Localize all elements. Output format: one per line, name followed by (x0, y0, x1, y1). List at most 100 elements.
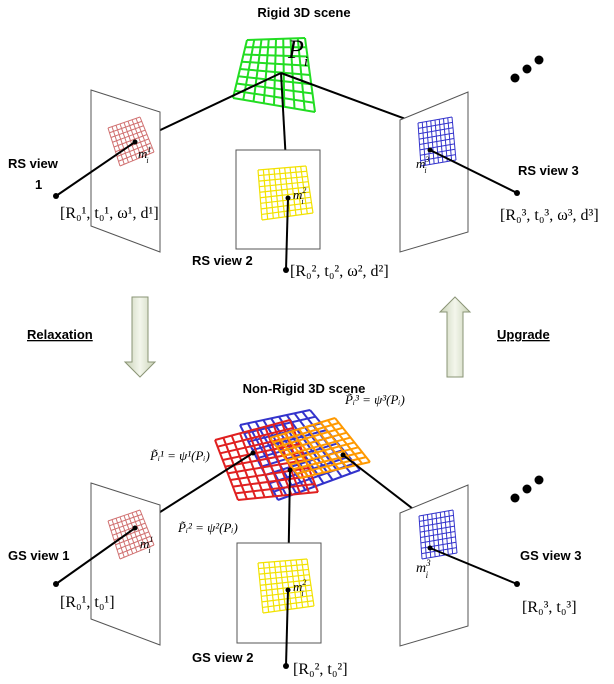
grid-line (116, 142, 151, 157)
non-rigid-scene-grids (214, 409, 371, 501)
grid-line (243, 415, 316, 435)
rs-view-3-grid (417, 116, 457, 167)
grid-line (238, 75, 312, 86)
grid-line (259, 181, 309, 188)
warped-point-1-label: P̃ᵢ¹ = ψ¹(Pᵢ) (149, 448, 210, 463)
grid-line (259, 568, 309, 575)
grid-line (247, 430, 275, 497)
grid-line (300, 166, 308, 214)
grid-line (227, 459, 306, 475)
grid-line (239, 68, 311, 76)
grid-line (268, 169, 274, 219)
top-title: Rigid 3D scene (257, 5, 350, 20)
grid-line (299, 461, 371, 479)
grid-line (420, 536, 456, 544)
grid-line (222, 437, 248, 500)
grid-line (269, 417, 336, 439)
grid-line (268, 562, 275, 612)
grid-line (259, 186, 310, 193)
grid-line (279, 431, 347, 453)
gs-view-3-params: [R₀³, t₀³] (522, 599, 577, 616)
grid-line (452, 509, 458, 554)
grid-line (118, 147, 153, 162)
rs-view-2-ray (285, 197, 289, 271)
gs-view-3-ray (429, 547, 518, 585)
grid-line (127, 120, 142, 158)
grid-line (257, 558, 308, 564)
grid-line (451, 116, 457, 161)
gs-view-3-point (427, 545, 433, 551)
warped-point-3 (340, 452, 346, 458)
grid-line (119, 544, 155, 560)
grid-line (232, 97, 316, 113)
grid-line (118, 540, 153, 555)
grid-line (421, 541, 457, 549)
grid-line (131, 512, 146, 549)
grid-line (239, 409, 311, 426)
warped-point-1 (250, 450, 256, 456)
grid-line (115, 531, 149, 546)
grid-line (239, 432, 266, 498)
grid-line (421, 547, 457, 555)
gs-view-2-center (283, 663, 289, 669)
rs-view-3-center (514, 190, 520, 196)
grid-line (298, 428, 332, 472)
grid-line (300, 559, 309, 607)
grid-line (127, 513, 142, 551)
grid-line (258, 170, 307, 177)
grid-line (443, 118, 448, 162)
grid-line (113, 134, 148, 148)
grid-line (257, 169, 263, 221)
grid-line (282, 38, 286, 107)
grid-line (276, 426, 344, 448)
rs-view-2-center (283, 267, 289, 273)
grid-line (334, 417, 371, 463)
grid-line (305, 426, 340, 470)
grid-line (139, 509, 155, 546)
grid-line (261, 201, 312, 210)
warped-point-2 (287, 467, 293, 473)
grid-line (260, 579, 311, 586)
warped-point-2-label: P̃ᵢ² = ψ²(Pᵢ) (177, 520, 238, 535)
rs-view-1-center (53, 193, 59, 199)
grid-line (262, 562, 270, 613)
grid-line (262, 169, 269, 220)
warped-point-3-label: P̃ᵢ³ = ψ³(Pᵢ) (344, 392, 405, 407)
grid-line (284, 167, 291, 217)
gs-view-3-grid (418, 509, 458, 560)
grid-line (296, 456, 367, 475)
grid-line (260, 442, 339, 468)
grid-line (285, 414, 334, 481)
gs-view-1-point (132, 525, 138, 531)
grid-line (439, 512, 445, 556)
grid-line (293, 451, 363, 471)
gs-view-2-plane (236, 542, 322, 644)
grid-line (260, 196, 311, 204)
grid-line (295, 559, 304, 608)
grid-line (296, 38, 306, 111)
grid-line (419, 138, 455, 145)
grid-line (246, 422, 288, 498)
grid-line (135, 118, 151, 154)
grid-line (258, 175, 308, 182)
upgrade-arrow (438, 296, 472, 378)
grid-line (239, 424, 279, 501)
gs-view-1-plane (90, 482, 161, 646)
grid-line (131, 119, 146, 156)
grid-line (273, 168, 280, 218)
gs-view-3-label: GS view 3 (520, 548, 581, 563)
grid-line (260, 584, 311, 592)
gs-view-2-params: [R₀², t₀²] (293, 661, 348, 678)
more-views-dots-top (510, 55, 544, 83)
grid-line (260, 191, 310, 199)
grid-line (444, 511, 449, 555)
grid-line (135, 511, 151, 547)
grid-line (276, 435, 309, 477)
grid-line (115, 138, 149, 153)
grid-line (326, 419, 364, 465)
grid-line (448, 510, 454, 554)
